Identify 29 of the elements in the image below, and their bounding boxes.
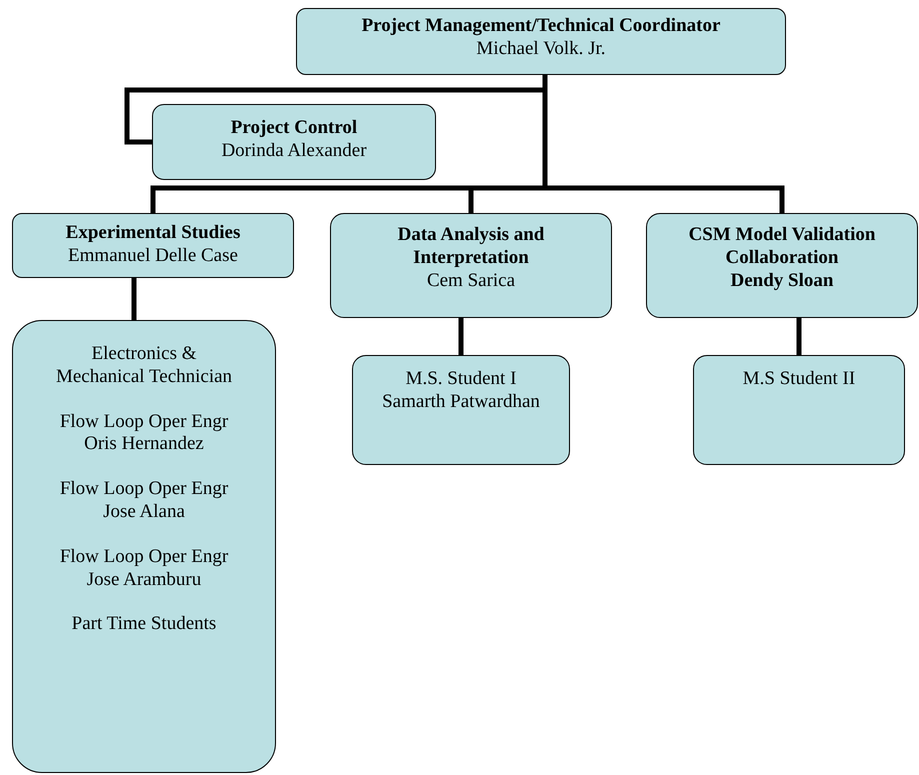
org-box: [330, 213, 612, 318]
role-title: Electronics & Mechanical Technician: [54, 343, 234, 389]
role-text: Part Time Students: [72, 613, 216, 636]
connector-line: [132, 278, 136, 320]
role-title: Data Analysis and Interpretation: [396, 224, 546, 270]
role-text: Flow Loop Oper Engr Oris Hernandez: [58, 410, 230, 456]
role-text: Flow Loop Oper Engr Jose Aramburu: [58, 546, 230, 592]
org-box: [693, 355, 905, 465]
org-box: [352, 355, 570, 465]
role-title: Project Control: [230, 117, 358, 140]
role-title: Project Management/Technical Coordinator: [362, 15, 720, 38]
org-box: [646, 213, 918, 318]
org-box: [12, 213, 294, 278]
role-title: CSM Model Validation Collaboration: [688, 224, 876, 270]
org-box: [152, 104, 436, 180]
role-text: Emmanuel Delle Case: [68, 244, 238, 268]
org-box: [296, 8, 786, 75]
role-title: M.S Student II: [742, 368, 856, 391]
role-text: Dendy Sloan: [730, 270, 834, 292]
role-text: Michael Volk. Jr.: [476, 38, 606, 61]
role-title: M.S. Student I: [406, 368, 516, 391]
role-text: Samarth Patwardhan: [382, 390, 540, 414]
role-text: Dorinda Alexander: [221, 140, 367, 163]
connector-line: [458, 318, 464, 355]
role-text: Cem Sarica: [426, 270, 516, 292]
role-text: Flow Loop Oper Engr Jose Alana: [58, 478, 230, 524]
org-box: [12, 320, 276, 773]
role-title: Experimental Studies: [66, 222, 240, 245]
connector-line: [796, 318, 802, 355]
